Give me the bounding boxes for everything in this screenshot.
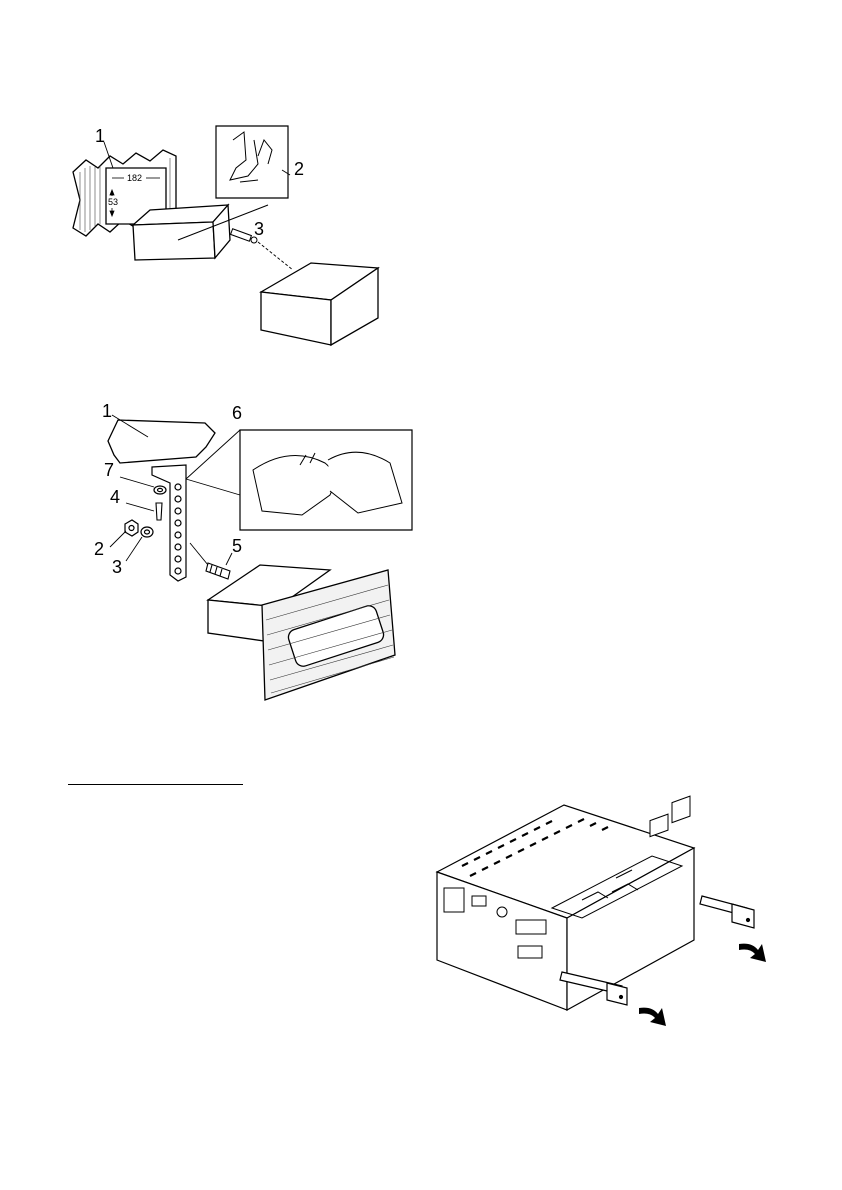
- rear-bolt-5: [206, 563, 230, 579]
- callout-3: 3: [254, 219, 264, 239]
- perforated-strap: [152, 465, 186, 581]
- washer-7: [154, 486, 166, 494]
- pull-direction-arrow-icon: [739, 944, 766, 962]
- hands-bending-inset: [186, 430, 412, 530]
- opening-width-label: 182: [127, 173, 142, 183]
- callout-6: 6: [232, 403, 242, 423]
- installation-figure-sleeve: 182 53 1 2 3: [68, 120, 398, 360]
- unit-removal-figure: [432, 800, 777, 1032]
- callout-2: 2: [294, 159, 304, 179]
- callout-4: 4: [110, 487, 120, 507]
- callout-leader-4: [126, 503, 154, 511]
- callout-leader-3: [126, 537, 142, 561]
- callout-5: 5: [232, 536, 242, 556]
- side-connectors: [650, 796, 690, 837]
- tab-bending-inset: [216, 126, 288, 198]
- callout-7: 7: [104, 460, 114, 480]
- screw-guide-line: [258, 242, 293, 270]
- callout-2: 2: [94, 539, 104, 559]
- head-unit-installed: [208, 565, 395, 700]
- bolt-guide-line: [190, 543, 208, 565]
- washer-3: [141, 527, 153, 537]
- pull-direction-arrow-icon: [639, 1008, 666, 1026]
- bolt-4: [156, 503, 162, 520]
- opening-height-label: 53: [108, 197, 118, 207]
- mounting-sleeve: [133, 205, 230, 260]
- callout-leader-7: [120, 477, 154, 487]
- section-underline: [68, 784, 243, 785]
- removal-key-right[interactable]: [700, 896, 754, 928]
- callout-leader-5: [226, 553, 232, 565]
- callout-3: 3: [112, 557, 122, 577]
- callout-1: 1: [95, 126, 105, 146]
- dashboard-strip: [108, 420, 215, 463]
- callout-1: 1: [102, 401, 112, 421]
- installation-figure-rear-strap: 1 6 7 4 2 3 5: [90, 395, 420, 705]
- callout-leader-2: [110, 531, 126, 547]
- head-unit: [261, 263, 378, 345]
- nut-2: [125, 520, 138, 536]
